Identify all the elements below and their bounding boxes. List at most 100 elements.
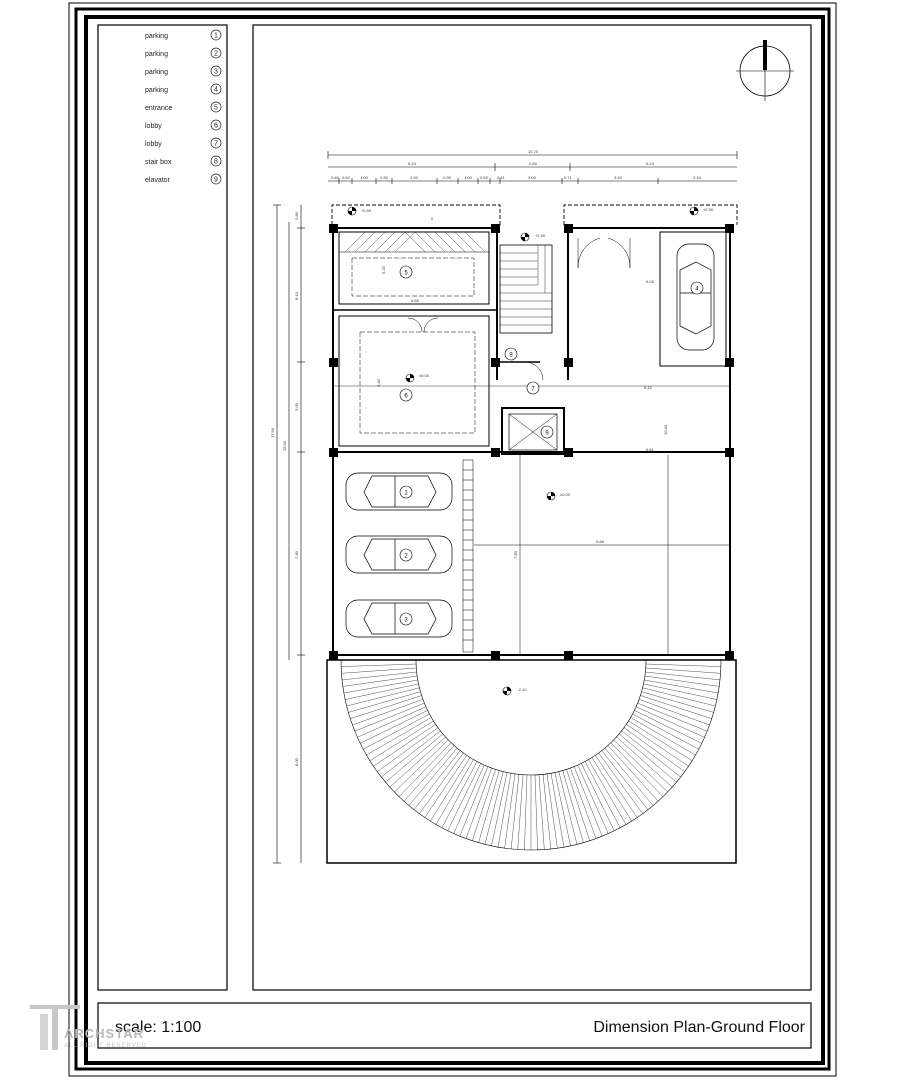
dim-top-small: 3.20 xyxy=(614,175,623,180)
ramp-step xyxy=(413,750,461,810)
legend-item-label: parking xyxy=(145,69,168,76)
legend-item-num: 2 xyxy=(214,51,218,58)
frame-border xyxy=(74,7,831,1071)
ramp-step xyxy=(341,671,417,681)
car-icon xyxy=(345,535,453,574)
dim-top-small: 1.00 xyxy=(464,175,473,180)
ramp-step xyxy=(573,766,603,837)
dim-left-part: 0.80 xyxy=(294,211,299,220)
ramp-step xyxy=(517,774,524,850)
level-markers: +0.50 +2.90 +0.50 ±0.00 ±0.00 -2.10 xyxy=(347,206,714,696)
ramp-step xyxy=(510,774,520,850)
ramp-inner-arc xyxy=(415,659,647,776)
ramp-stairs xyxy=(340,659,722,851)
ramp-step xyxy=(581,763,615,831)
room-tag-number: 9 xyxy=(545,431,549,437)
level-value: -2.10 xyxy=(517,687,527,692)
dim-top-small: 0.41 xyxy=(497,175,506,180)
ramp-step xyxy=(534,774,538,850)
level-value: +2.90 xyxy=(535,233,546,238)
dim-top-small: 0.90 xyxy=(443,175,452,180)
dim-inner: 6.61 xyxy=(646,447,655,452)
room-tag: 5 xyxy=(399,265,413,279)
legend-item-label: elavator xyxy=(145,177,171,184)
ramp-step xyxy=(642,687,716,707)
legend-item-num: 5 xyxy=(214,105,218,112)
ramp-step xyxy=(363,713,430,750)
ramp-step xyxy=(366,717,432,756)
ramp-step xyxy=(435,759,474,825)
ramp-step xyxy=(538,774,545,850)
ramp-step xyxy=(595,755,638,818)
legend-item-num: 6 xyxy=(214,123,218,130)
legend-item: lobby 6 xyxy=(145,119,222,131)
ramp-step xyxy=(640,695,712,719)
dim-top-mid: 6.24 xyxy=(646,161,655,166)
ramp-step xyxy=(348,691,421,713)
ramp-step xyxy=(341,667,417,674)
legend-num-circle xyxy=(210,65,222,77)
ramp-step xyxy=(398,742,452,797)
balcony-outlines xyxy=(331,204,738,225)
legend-num-circle xyxy=(210,119,222,131)
legend-num-circle xyxy=(210,137,222,149)
legend-item-num: 1 xyxy=(214,33,218,40)
outer-border xyxy=(68,2,837,1077)
room-tag: 9 xyxy=(540,425,554,439)
ramp-step xyxy=(588,759,627,825)
legend-num-circle xyxy=(210,47,222,59)
dim-left-part: 7.80 xyxy=(294,550,299,559)
ramp-step xyxy=(403,745,455,802)
dim-inner: 7.80 xyxy=(513,550,518,559)
ramp-step xyxy=(342,675,418,687)
ramp-step xyxy=(645,663,721,667)
ramp-step xyxy=(639,699,710,726)
legend-item-label: lobby xyxy=(145,123,162,130)
legend-item-label: stair box xyxy=(145,159,172,166)
lobby-room xyxy=(333,315,730,447)
legend-num-circle xyxy=(210,101,222,113)
ramp-area xyxy=(326,659,737,864)
level-marker-icon xyxy=(347,206,357,216)
room-tag-number: 2 xyxy=(404,554,408,560)
ramp-step xyxy=(613,739,668,793)
level-marker-icon xyxy=(405,373,415,383)
ramp-step xyxy=(350,695,422,719)
scale-label: scale: 1:100 xyxy=(115,1019,201,1036)
ramp-step xyxy=(630,717,696,756)
dim-top-small: 0.30 xyxy=(380,175,389,180)
room-tag: 6 xyxy=(399,388,413,402)
ramp-step xyxy=(645,671,721,681)
ramp-step xyxy=(577,765,609,834)
dim-top-mid: 6.24 xyxy=(408,161,417,166)
room-tag: 3 xyxy=(399,612,413,626)
legend-item-label: parking xyxy=(145,87,168,94)
dim-left-secondary: 15.90 xyxy=(282,440,287,451)
ramp-step xyxy=(542,774,552,850)
ramp-step xyxy=(430,757,471,822)
inner-border xyxy=(84,15,825,1065)
car-icon xyxy=(676,243,715,351)
dim-inner: 6.88 xyxy=(596,539,605,544)
title-block xyxy=(97,1002,812,1049)
dim-inner: 6.85 xyxy=(411,298,420,303)
ramp-step xyxy=(389,736,446,788)
dim-top-small: 0.52 xyxy=(480,175,489,180)
ramp-step xyxy=(504,773,516,849)
level-value: +0.50 xyxy=(703,207,714,212)
ramp-step xyxy=(570,768,597,839)
structural-columns xyxy=(329,224,734,660)
dim-top-small: 2.00 xyxy=(528,175,537,180)
room-tag: 1 xyxy=(399,485,413,499)
legend-item: parking 4 xyxy=(145,83,222,95)
room-tag-number: 7 xyxy=(531,387,535,393)
dim-top-small: 1.00 xyxy=(360,175,369,180)
dim-inner: 10.43 xyxy=(663,424,668,435)
ramp-step xyxy=(598,752,643,814)
ramp-step xyxy=(373,724,436,767)
ramp-step xyxy=(636,706,705,738)
ramp-step xyxy=(607,745,659,802)
ramp-step xyxy=(385,733,444,783)
ramp-step xyxy=(626,724,689,767)
